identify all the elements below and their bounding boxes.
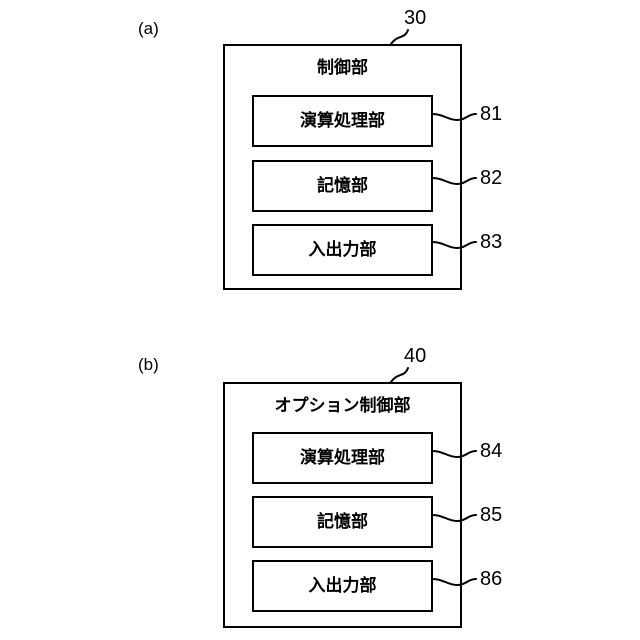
module-label-storage-b: 記憶部 [317,511,368,532]
reference-numeral-83: 83 [480,231,503,253]
module-box-arithmetic-processing-a: 演算処理部 [252,95,433,147]
reference-numeral-30: 30 [404,7,427,29]
module-box-storage-a: 記憶部 [252,160,433,212]
reference-numeral-84: 84 [480,440,503,462]
leader-line-40 [390,367,409,383]
module-label-arithmetic-processing-b: 演算処理部 [300,447,385,468]
reference-numeral-40: 40 [404,345,427,367]
module-label-io-a: 入出力部 [308,239,377,260]
module-box-io-a: 入出力部 [252,224,433,276]
reference-numeral-82: 82 [480,167,503,189]
option-control-unit-title: オプション制御部 [274,396,411,416]
module-box-io-b: 入出力部 [252,560,433,612]
reference-numeral-85: 85 [480,504,503,526]
control-unit-title: 制御部 [317,58,368,78]
reference-numeral-81: 81 [480,103,503,125]
module-label-io-b: 入出力部 [308,575,377,596]
module-label-arithmetic-processing-a: 演算処理部 [300,110,385,131]
module-box-arithmetic-processing-b: 演算処理部 [252,432,433,484]
reference-numeral-86: 86 [480,568,503,590]
panel-a-letter-label: (a) [138,19,159,38]
panel-b-letter-label: (b) [138,355,159,374]
module-label-storage-a: 記憶部 [317,175,368,196]
module-box-storage-b: 記憶部 [252,496,433,548]
